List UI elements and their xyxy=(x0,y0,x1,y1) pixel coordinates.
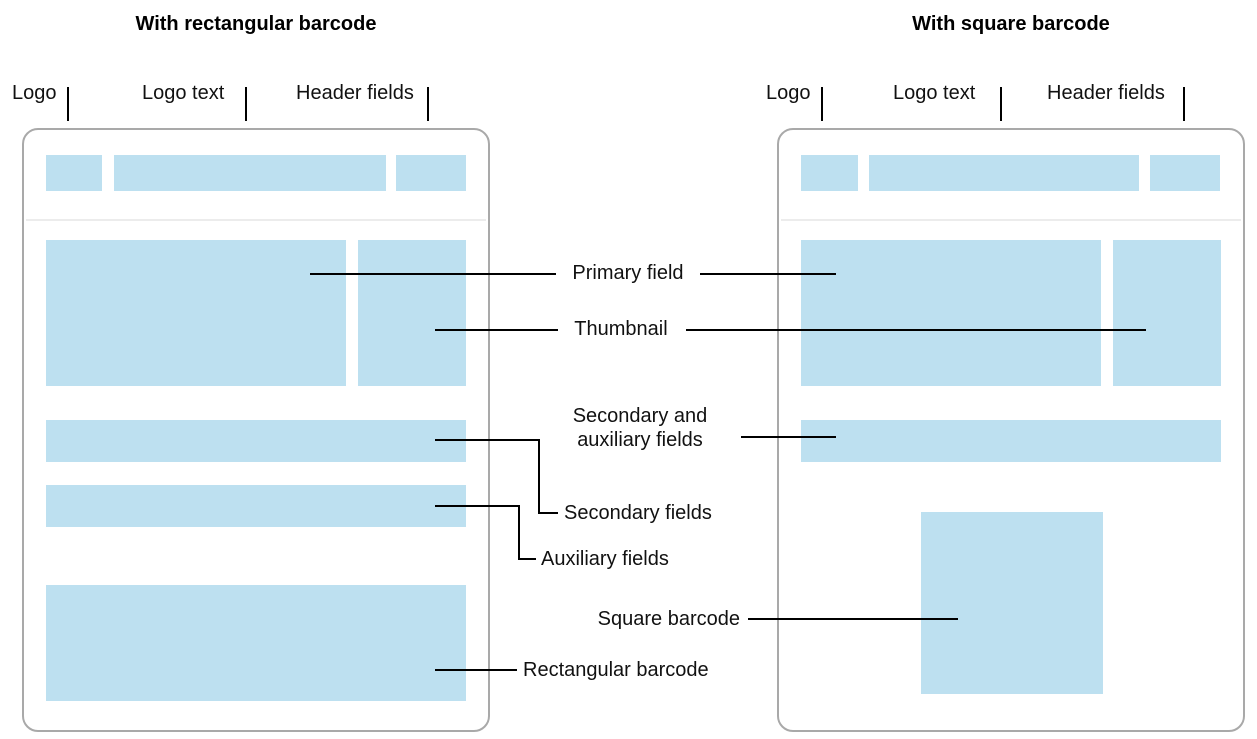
rectangular-barcode-block xyxy=(46,585,466,701)
leader-tick-logo-text-left xyxy=(245,87,247,121)
leader-auxiliary-fields-h2 xyxy=(518,558,536,560)
callout-secondary-and-auxiliary-line2: auxiliary fields xyxy=(577,429,703,451)
label-logo-text-right: Logo text xyxy=(893,82,976,104)
leader-square-barcode xyxy=(748,618,958,620)
label-logo-text-left: Logo text xyxy=(142,82,225,104)
leader-secondary-fields-h2 xyxy=(538,512,558,514)
callout-rectangular-barcode: Rectangular barcode xyxy=(523,659,709,681)
callout-auxiliary-fields: Auxiliary fields xyxy=(541,548,669,570)
leader-rectangular-barcode xyxy=(435,669,517,671)
leader-primary-field-left xyxy=(310,273,556,275)
leader-secondary-fields-h1 xyxy=(435,439,540,441)
leader-auxiliary-fields-h1 xyxy=(435,505,520,507)
leader-secondary-fields-v xyxy=(538,439,540,514)
label-logo-right: Logo xyxy=(766,82,811,104)
leader-tick-logo-text-right xyxy=(1000,87,1002,121)
header-divider-left xyxy=(26,219,486,221)
square-barcode-block xyxy=(921,512,1103,694)
callout-secondary-fields: Secondary fields xyxy=(564,502,712,524)
leader-auxiliary-fields-v xyxy=(518,505,520,560)
left-pass-title: With rectangular barcode xyxy=(135,13,377,35)
leader-primary-field-right xyxy=(700,273,836,275)
header-fields-block-left xyxy=(396,155,466,191)
secondary-auxiliary-block-right xyxy=(801,420,1221,462)
callout-square-barcode: Square barcode xyxy=(597,608,740,630)
leader-tick-header-fields-right xyxy=(1183,87,1185,121)
leader-thumbnail-left xyxy=(435,329,558,331)
primary-field-block-right xyxy=(801,240,1101,386)
logo-block-right xyxy=(801,155,858,191)
callout-secondary-and-auxiliary-line1: Secondary and xyxy=(572,405,708,427)
leader-thumbnail-right xyxy=(686,329,1146,331)
secondary-fields-block-left xyxy=(46,420,466,462)
label-logo-left: Logo xyxy=(12,82,57,104)
leader-tick-logo-right xyxy=(821,87,823,121)
leader-tick-header-fields-left xyxy=(427,87,429,121)
label-header-fields-left: Header fields xyxy=(296,82,414,104)
leader-secondary-auxiliary-right xyxy=(741,436,836,438)
primary-field-block-left xyxy=(46,240,346,386)
callout-primary-field: Primary field xyxy=(572,262,684,284)
logo-text-block-left xyxy=(114,155,386,191)
right-pass-title: With square barcode xyxy=(912,13,1110,35)
header-fields-block-right xyxy=(1150,155,1220,191)
thumbnail-block-right xyxy=(1113,240,1221,386)
thumbnail-block-left xyxy=(358,240,466,386)
auxiliary-fields-block-left xyxy=(46,485,466,527)
label-header-fields-right: Header fields xyxy=(1047,82,1165,104)
callout-thumbnail: Thumbnail xyxy=(574,318,668,340)
callout-secondary-and-auxiliary: Secondary and auxiliary fields xyxy=(545,404,735,452)
leader-tick-logo-left xyxy=(67,87,69,121)
logo-text-block-right xyxy=(869,155,1139,191)
logo-block-left xyxy=(46,155,102,191)
header-divider-right xyxy=(781,219,1241,221)
